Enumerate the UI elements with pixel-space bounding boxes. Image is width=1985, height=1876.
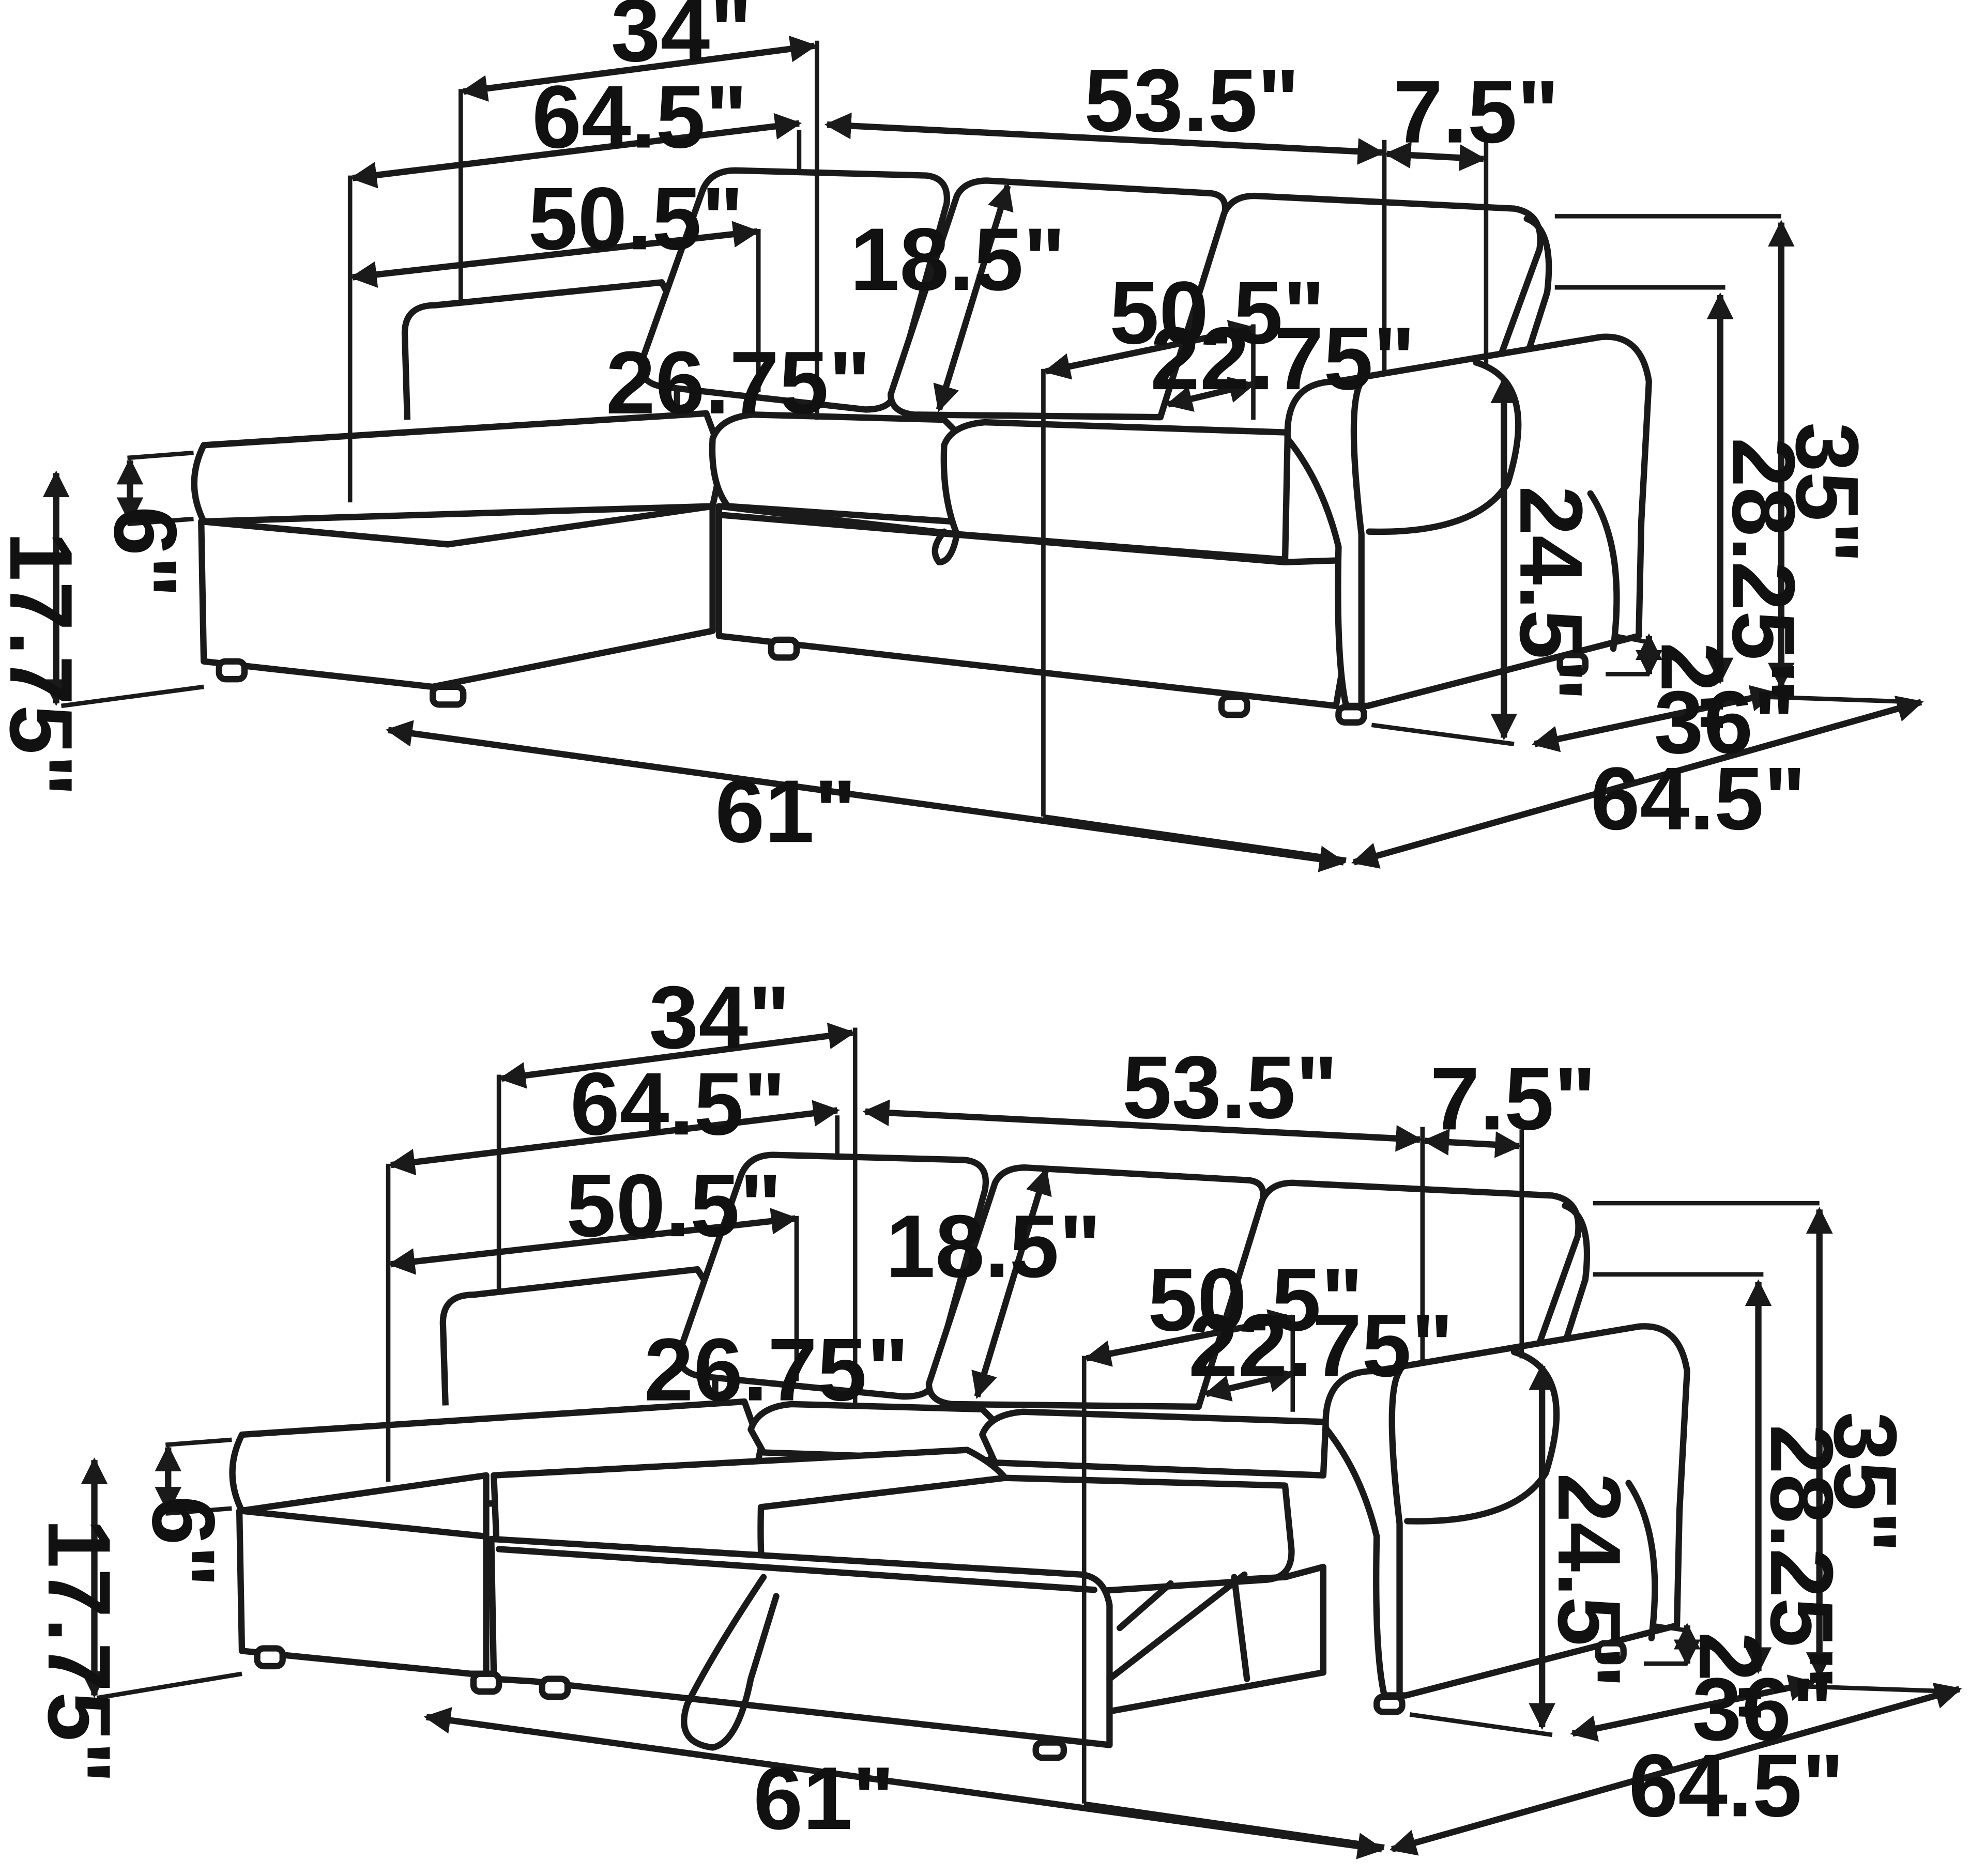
chaise-seam [201, 518, 451, 548]
label-22-75: 22.75" [1150, 309, 1415, 408]
dim-line-34 [498, 1022, 856, 1089]
pullout-mechanism [1106, 1571, 1327, 1714]
label-53-5: 53.5" [1122, 1037, 1338, 1137]
dim-line-22-75 [1203, 1366, 1295, 1402]
label-35: 35" [1777, 422, 1877, 563]
dim-line-18-5 [971, 1167, 1052, 1400]
sofa-closed-diagram: 34" 64.5" 50.5" 53.5" 7.5" 18.5" 26.75" … [0, 0, 1924, 872]
leg [1595, 1640, 1627, 1665]
label-64-5-bottom: 64.5" [1591, 749, 1806, 849]
dim-line-7-5 [1422, 1129, 1522, 1158]
leg [1218, 694, 1250, 718]
dim-line-22-75 [1165, 376, 1256, 412]
label-50-5-seat: 50.5" [1148, 1250, 1363, 1349]
label-36: 36" [1654, 672, 1795, 772]
leg [429, 683, 467, 708]
back-seat-cushion-right [979, 1408, 1329, 1479]
leg [1335, 704, 1367, 726]
chaise-base [198, 503, 716, 690]
label-28-25: 28.25" [1714, 438, 1813, 703]
dim-line-50-5-seat [1084, 1309, 1295, 1367]
label-61: 61" [753, 1748, 894, 1848]
dim-line-64-5-top [349, 113, 802, 189]
label-64-5-top: 64.5" [570, 1054, 786, 1154]
label-50-5-seat: 50.5" [1109, 263, 1325, 362]
label-50-5-top: 50.5" [567, 1156, 782, 1255]
label-2: 2" [1681, 1632, 1780, 1723]
label-36: 36" [1692, 1659, 1834, 1759]
dim-line-64-5-bottom [1389, 1683, 1962, 1856]
right-arm-front-curve [1625, 1480, 1658, 1641]
chaise-back-arm [439, 1266, 719, 1406]
back-frame-right [1562, 1202, 1591, 1346]
chaise-seat [191, 410, 726, 525]
leg [470, 1670, 502, 1695]
right-arm-inner [1388, 1367, 1403, 1699]
label-24-5: 24.5" [1539, 1473, 1639, 1688]
label-18-5: 18.5" [850, 209, 1065, 309]
right-arm-inner [1350, 378, 1365, 710]
label-18-5: 18.5" [885, 1196, 1101, 1296]
dim-line-34 [461, 35, 817, 102]
back-frame-right [1523, 216, 1552, 360]
leg [539, 1675, 571, 1700]
leg [216, 658, 248, 683]
leg [1556, 652, 1589, 676]
label-34: 34" [611, 0, 752, 80]
pull-strap [932, 528, 960, 565]
label-17-75: 17.75" [29, 1518, 129, 1783]
chaise-seam [238, 1508, 490, 1540]
dim-line-53-5 [824, 112, 1385, 165]
dim-line-64-5-bottom [1351, 696, 1924, 869]
dimension-labels-closed: 34" 64.5" 50.5" 53.5" 7.5" 18.5" 26.75" … [0, 0, 1877, 861]
leg [768, 636, 800, 661]
label-6: 6" [134, 1496, 234, 1587]
dim-line-50-5-top [388, 1208, 798, 1275]
label-22-75: 22.75" [1188, 1296, 1454, 1395]
label-28-25: 28.25" [1752, 1424, 1852, 1689]
right-arm-front-curve [1587, 490, 1620, 652]
label-26-75: 26.75" [606, 333, 871, 433]
leg [1032, 1739, 1067, 1761]
dim-line-64-5-top [388, 1100, 840, 1176]
label-7-5: 7.5" [1430, 1049, 1596, 1148]
leg [254, 1645, 286, 1670]
label-64-5-top: 64.5" [532, 67, 747, 166]
dim-line-61 [385, 720, 1347, 872]
main-base-seam [720, 512, 1289, 565]
dim-line-50-5-top [349, 221, 760, 288]
label-50-5-top: 50.5" [528, 168, 744, 268]
dim-line-18-5 [933, 183, 1014, 412]
label-35: 35" [1815, 1412, 1915, 1553]
dim-line-61 [423, 1707, 1385, 1859]
dimension-arrows-closed [42, 35, 1924, 872]
label-6: 6" [96, 506, 195, 597]
label-17-75: 17.75" [0, 532, 91, 797]
label-26-75: 26.75" [644, 1320, 909, 1420]
sofa-closed-body [191, 167, 1653, 726]
leg [1373, 1693, 1406, 1715]
pullout-frame [1233, 1563, 1327, 1676]
sofa-open-diagram: 34" 64.5" 50.5" 53.5" 7.5" 18.5" 26.75" … [29, 967, 1962, 1859]
dimension-labels-open: 34" 64.5" 50.5" 53.5" 7.5" 18.5" 26.75" … [29, 967, 1915, 1848]
label-2: 2" [1642, 642, 1742, 734]
dimension-arrows-open [81, 1022, 1962, 1859]
label-61: 61" [715, 761, 856, 861]
label-24-5: 24.5" [1501, 486, 1601, 701]
label-64-5-bottom: 64.5" [1629, 1735, 1844, 1835]
pullout-seam [495, 1546, 1098, 1593]
dim-line-53-5 [862, 1099, 1423, 1152]
label-7-5: 7.5" [1393, 62, 1559, 162]
dim-line-50-5-seat [1043, 320, 1256, 380]
chaise-base [236, 1472, 490, 1677]
chaise-back-arm [401, 279, 680, 420]
dim-line-7-5 [1384, 142, 1487, 171]
label-53-5: 53.5" [1084, 50, 1300, 150]
label-34: 34" [649, 967, 790, 1067]
